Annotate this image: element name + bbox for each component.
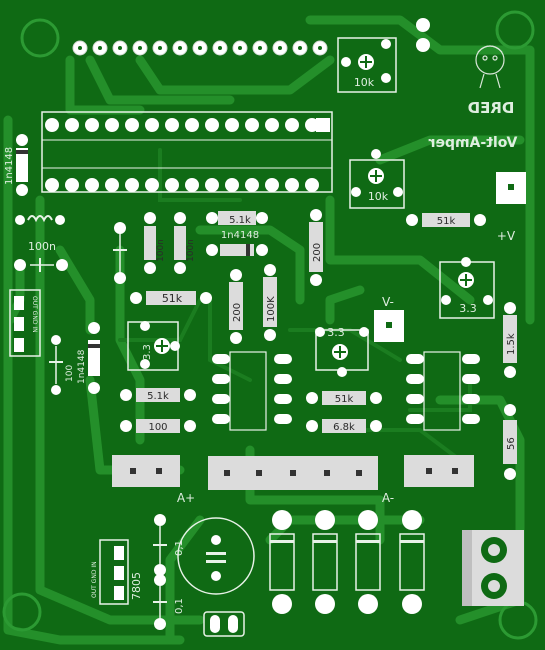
diode-1n4148-mid <box>206 244 268 256</box>
label-51k-mid: 51k <box>162 292 183 305</box>
label-56: 56 <box>506 437 517 450</box>
resistor-200-b <box>229 269 243 344</box>
main-ic-socket <box>41 111 333 193</box>
label-out-gnd-in-b: OUT GND IN <box>91 561 98 598</box>
label-51k-b: 51k <box>335 394 354 405</box>
opamp-ic-1 <box>212 351 292 431</box>
opamp-ic-2 <box>406 351 480 431</box>
pad-plus-a <box>112 455 180 487</box>
capacitor-100n-a <box>113 222 127 284</box>
label-1n4148-a: 1n4148 <box>4 147 15 185</box>
board-title-dred: DRED <box>468 99 515 117</box>
connector-left <box>9 289 41 357</box>
label-3-3-a: 3.3 <box>142 344 153 360</box>
label-3-3-c: 3.3 <box>459 302 477 315</box>
capacitor-100n-c <box>174 212 186 274</box>
capacitor-100n-b <box>144 212 156 274</box>
diode-1n4148-left-bottom <box>88 322 100 394</box>
label-plus-v: V+ <box>497 229 515 243</box>
header-top-right-pins <box>416 18 430 52</box>
power-diode-1 <box>269 510 295 614</box>
label-minus-a: -A <box>381 491 394 505</box>
resistor-200-a <box>309 209 323 286</box>
trimmer-10k-mid <box>349 149 405 209</box>
regulator-7805 <box>99 539 129 605</box>
screw-terminal <box>462 530 524 606</box>
power-diode-2 <box>312 510 338 614</box>
label-plus-a: +A <box>176 491 195 505</box>
label-1n4148-b: 1n4148 <box>221 230 259 241</box>
label-5-1k-a: 5.1k <box>229 215 251 226</box>
pad-minus-a <box>404 455 474 487</box>
resistor-56 <box>503 404 517 480</box>
resistor-5-1k-top <box>206 211 268 225</box>
resistor-100 <box>120 419 196 433</box>
resistor-5-1k-left <box>120 388 196 402</box>
label-10k-b: 10k <box>368 190 389 203</box>
label-100-c: 100 <box>65 365 75 382</box>
label-0-1-b: 0,1 <box>174 598 185 614</box>
label-100k: 100K <box>266 296 277 322</box>
label-51k-right: 51k <box>437 216 456 227</box>
label-200-a: 200 <box>312 243 323 262</box>
capacitor-electrolytic-left <box>49 335 63 395</box>
power-diode-4 <box>399 510 425 614</box>
label-1n4148-c: 1n4148 <box>77 349 87 384</box>
capacitor-electrolytic-large <box>177 517 255 595</box>
mounting-hole-bottom-left <box>2 592 42 632</box>
resistor-51k-b <box>306 391 382 405</box>
label-100: 100 <box>148 422 167 433</box>
trimmer-3-3-mid <box>315 327 369 377</box>
mounting-hole-top-right <box>495 10 535 50</box>
label-3-3-b: 3.3 <box>327 326 345 339</box>
trimmer-3-3-right <box>439 257 495 319</box>
label-10k-a: 10k <box>354 76 375 89</box>
mounting-hole-top-left <box>20 18 60 58</box>
label-100n-b: 100n <box>186 239 196 262</box>
pad-bottom-pair <box>203 611 245 637</box>
label-out-gnd-in-a: OUT GND IN <box>31 296 38 333</box>
capacitor-0-1-b <box>153 574 167 630</box>
resistor-1-5k <box>503 302 517 378</box>
label-7805: 7805 <box>130 572 143 600</box>
label-5-1k-left: 5.1k <box>147 391 169 402</box>
capacitor-100n-left <box>14 258 68 272</box>
label-1-5k: 1.5k <box>506 333 517 355</box>
inductor <box>15 215 65 225</box>
resistor-51k-mid <box>130 291 212 305</box>
trimmer-10k-top <box>337 37 397 93</box>
label-200-b: 200 <box>232 303 243 322</box>
resistor-51k-right <box>406 213 486 227</box>
trimmer-3-3-left <box>127 321 180 371</box>
diode-1n4148-left <box>16 134 28 196</box>
capacitor-0-1-a <box>153 514 167 576</box>
power-diode-3 <box>355 510 381 614</box>
resistor-6-8k <box>306 419 382 433</box>
label-6-8k: 6.8k <box>333 422 355 433</box>
board-title-volt-amper: Volt-Amper <box>428 135 517 151</box>
label-100n-left: 100n <box>28 240 56 253</box>
label-100n-a: 100n <box>156 239 166 262</box>
label-minus-v: -V <box>381 295 394 309</box>
resistor-100k <box>263 264 277 341</box>
dred-logo-icon <box>475 45 505 89</box>
shunt-strip <box>208 456 378 490</box>
